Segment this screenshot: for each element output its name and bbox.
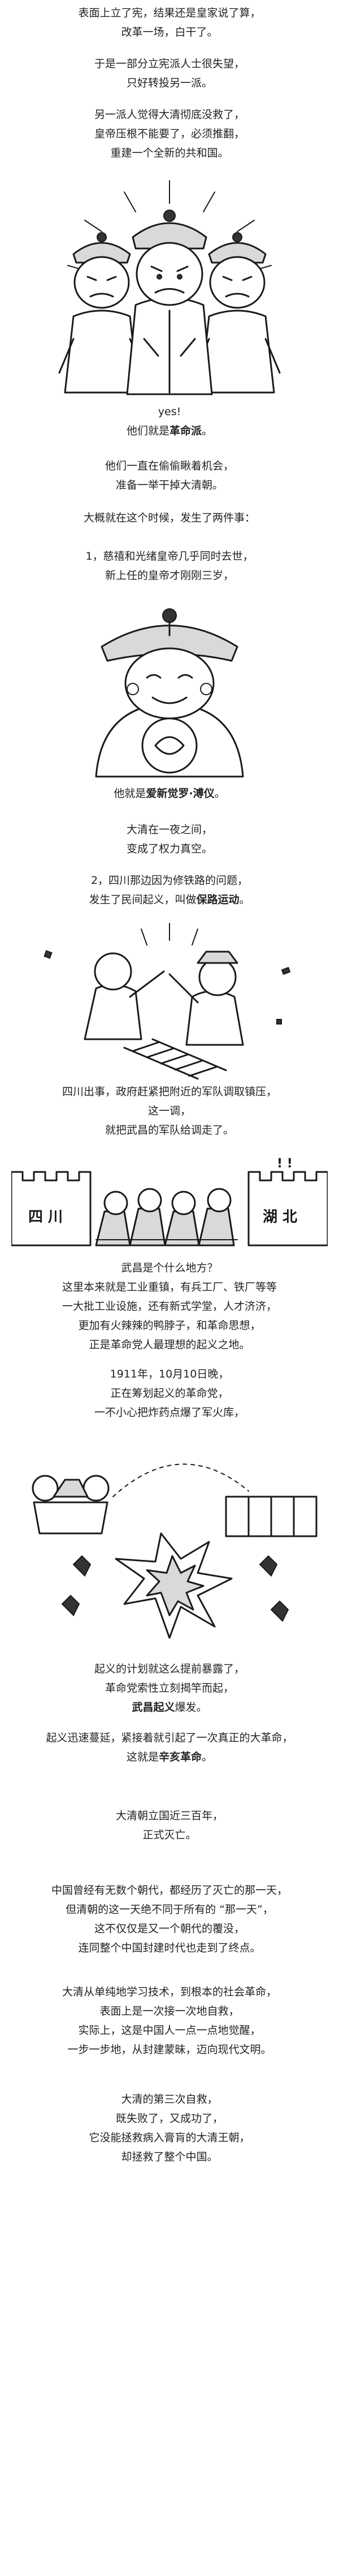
text-line: 表面上立了宪，结果还是皇家说了算， <box>78 7 261 19</box>
text-block-qing-fall: 大清朝立国近三百年， 正式灭亡。 <box>11 1806 328 1845</box>
text-line: 但清朝的这一天绝不同于所有的 “那一天”， <box>66 1903 273 1916</box>
text-block-other-faction: 另一派人觉得大清彻底没救了， 皇帝压根不能要了，必须推翻， 重建一个全新的共和国… <box>11 105 328 163</box>
text-line: 1，慈禧和光绪皇帝几乎同时去世， <box>85 550 254 563</box>
text-line: 革命党索性立刻揭竿而起， <box>105 1682 234 1694</box>
text-line: 起义迅速蔓延，紧接着就引起了一次真正的大革命， <box>46 1732 293 1744</box>
text-line: 连同整个中国封建时代也走到了终点。 <box>78 1942 261 1954</box>
text-line: 一不小心把炸药点爆了军火库， <box>94 1406 245 1419</box>
text-line: 正式灭亡。 <box>142 1829 197 1841</box>
text-line: 2，四川那边因为修铁路的问题， <box>90 874 249 887</box>
text-line-yes: yes! <box>158 406 181 418</box>
text-block-revolutionaries: yes! 他们就是革命派。 <box>11 402 328 441</box>
text-block-power-vacuum: 大清在一夜之间， 变成了权力真空。 <box>11 820 328 858</box>
text-line: 却拯救了整个中国。 <box>121 2151 218 2163</box>
text-line: 表面上是一次接一次地自救， <box>99 2005 240 2017</box>
text-block-puyi: 他就是爱新觉罗·溥仪。 <box>11 784 328 803</box>
wall-label-hubei: 湖 北 <box>263 1209 297 1226</box>
term-wuchang-uprising: 武昌起义 <box>132 1701 175 1714</box>
text-line: 大清在一夜之间， <box>126 823 212 836</box>
text-line: 这不仅仅是又一个朝代的覆没， <box>94 1923 245 1935</box>
text-block-disappointed: 于是一部分立宪派人士很失望， 只好转投另一派。 <box>11 54 328 93</box>
arsenal-explosion-illustration <box>11 1435 328 1644</box>
term-xinhai-revolution: 辛亥革命 <box>158 1751 202 1763</box>
text-block-awakening: 大清从单纯地学习技术，到根本的社会革命， 表面上是一次接一次地自救， 实际上，这… <box>11 1982 328 2059</box>
emperor-puyi-illustration <box>11 593 328 779</box>
text-line: 四川出事，政府赶紧把附近的军队调取镇压， <box>62 1086 277 1098</box>
text-span: 爆发。 <box>175 1701 207 1714</box>
text-line: 改革一场，白干了。 <box>121 26 218 38</box>
text-line: 一步一步地，从封建蒙昧，迈向现代文明。 <box>67 2043 272 2056</box>
term-railway-protection: 保路运动 <box>196 893 240 906</box>
text-line: 武昌起义爆发。 <box>11 1698 328 1717</box>
text-line: 正是革命党人最理想的起义之地。 <box>89 1339 250 1351</box>
text-line: 皇帝压根不能要了，必须推翻， <box>94 128 245 140</box>
svg-text:! !: ! ! <box>277 1157 293 1171</box>
text-line: 就把武昌的军队给调走了。 <box>105 1124 234 1136</box>
text-line: 一大批工业设施，还有新式学堂，人才济济， <box>62 1300 277 1313</box>
text-line: 实际上，这是中国人一点一点地觉醒， <box>78 2024 261 2037</box>
text-line: 于是一部分立宪派人士很失望， <box>94 58 245 70</box>
text-line: 大清从单纯地学习技术，到根本的社会革命， <box>62 1986 277 1998</box>
text-span: 。 <box>202 1751 213 1763</box>
text-span: 。 <box>214 787 225 800</box>
text-line: 1911年，10月10日晚， <box>110 1368 229 1380</box>
text-block-two-events: 大概就在这个时候，发生了两件事： <box>11 508 328 528</box>
text-block-event-one: 1，慈禧和光绪皇帝几乎同时去世， 新上任的皇帝才刚刚三岁， <box>11 547 328 585</box>
term-revolutionary-party: 革命派 <box>169 425 202 437</box>
text-line: 这里本来就是工业重镇，有兵工厂、铁厂等等 <box>62 1281 277 1293</box>
text-block-dynasties: 中国曾经有无数个朝代，都经历了灭亡的那一天， 但清朝的这一天绝不同于所有的 “那… <box>11 1881 328 1958</box>
text-block-1911: 1911年，10月10日晚， 正在筹划起义的革命党， 一不小心把炸药点爆了军火库… <box>11 1365 328 1422</box>
text-line: 只好转投另一派。 <box>126 77 212 89</box>
text-line: 他们一直在偷偷瞅着机会， <box>105 460 234 472</box>
text-line: 他们就是革命派。 <box>11 421 328 441</box>
text-block-troops-moved: 四川出事，政府赶紧把附近的军队调取镇压， 这一调， 就把武昌的军队给调走了。 <box>11 1082 328 1140</box>
text-block-uprising: 起义的计划就这么提前暴露了， 革命党索性立刻揭竿而起， 武昌起义爆发。 <box>11 1659 328 1717</box>
text-line: 既失败了，又成功了， <box>115 2112 223 2125</box>
text-span: 他就是 <box>114 787 146 800</box>
wall-label-sichuan: 四 川 <box>28 1209 63 1226</box>
text-line: 准备一举干掉大清朝。 <box>115 479 223 491</box>
text-block-waiting: 他们一直在偷偷瞅着机会， 准备一举干掉大清朝。 <box>11 456 328 495</box>
railway-fight-illustration <box>11 918 328 1082</box>
text-block-intro: 表面上立了宪，结果还是皇家说了算， 改革一场，白干了。 <box>11 3 328 42</box>
text-line: 另一派人觉得大清彻底没救了， <box>94 108 245 121</box>
text-line: 武昌是个什么地方？ <box>121 1262 218 1274</box>
text-line: 新上任的皇帝才刚刚三岁， <box>105 569 234 582</box>
text-line: 发生了民间起义，叫做保路运动。 <box>11 890 328 909</box>
text-line: 他就是爱新觉罗·溥仪。 <box>11 784 328 803</box>
term-puyi: 爱新觉罗·溥仪 <box>146 787 215 800</box>
text-line: 它没能拯救病入膏肓的大清王朝， <box>89 2132 250 2144</box>
text-line: 正在筹划起义的革命党， <box>110 1387 229 1400</box>
text-span: 这就是 <box>126 1751 159 1763</box>
text-line: 大清的第三次自救， <box>121 2093 218 2106</box>
text-block-xinhai: 起义迅速蔓延，紧接着就引起了一次真正的大革命， 这就是辛亥革命。 <box>11 1728 328 1767</box>
text-line: 重建一个全新的共和国。 <box>110 147 229 159</box>
text-line: 这就是辛亥革命。 <box>11 1747 328 1767</box>
text-span: 发生了民间起义，叫做 <box>89 893 197 906</box>
text-line: 更加有火辣辣的鸭脖子，和革命思想， <box>78 1319 261 1332</box>
text-line: 大清朝立国近三百年， <box>115 1810 223 1822</box>
text-span: 。 <box>239 893 250 906</box>
text-span: 他们就是 <box>126 425 169 437</box>
text-line: 这一调， <box>147 1105 191 1117</box>
city-wall-troops-illustration: 四 川 湖 北 ! ! <box>11 1155 328 1248</box>
officials-illustration <box>11 169 328 395</box>
text-block-event-two: 2，四川那边因为修铁路的问题， 发生了民间起义，叫做保路运动。 <box>11 871 328 909</box>
text-block-wuchang: 武昌是个什么地方？ 这里本来就是工业重镇，有兵工厂、铁厂等等 一大批工业设施，还… <box>11 1258 328 1354</box>
text-line: 起义的计划就这么提前暴露了， <box>94 1663 245 1675</box>
text-block-conclusion: 大清的第三次自救， 既失败了，又成功了， 它没能拯救病入膏肓的大清王朝， 却拯救… <box>11 2090 328 2167</box>
text-line: 变成了权力真空。 <box>126 843 212 855</box>
text-line: 大概就在这个时候，发生了两件事： <box>83 512 255 524</box>
text-span: 。 <box>202 425 213 437</box>
text-line: 中国曾经有无数个朝代，都经历了灭亡的那一天， <box>51 1884 288 1897</box>
